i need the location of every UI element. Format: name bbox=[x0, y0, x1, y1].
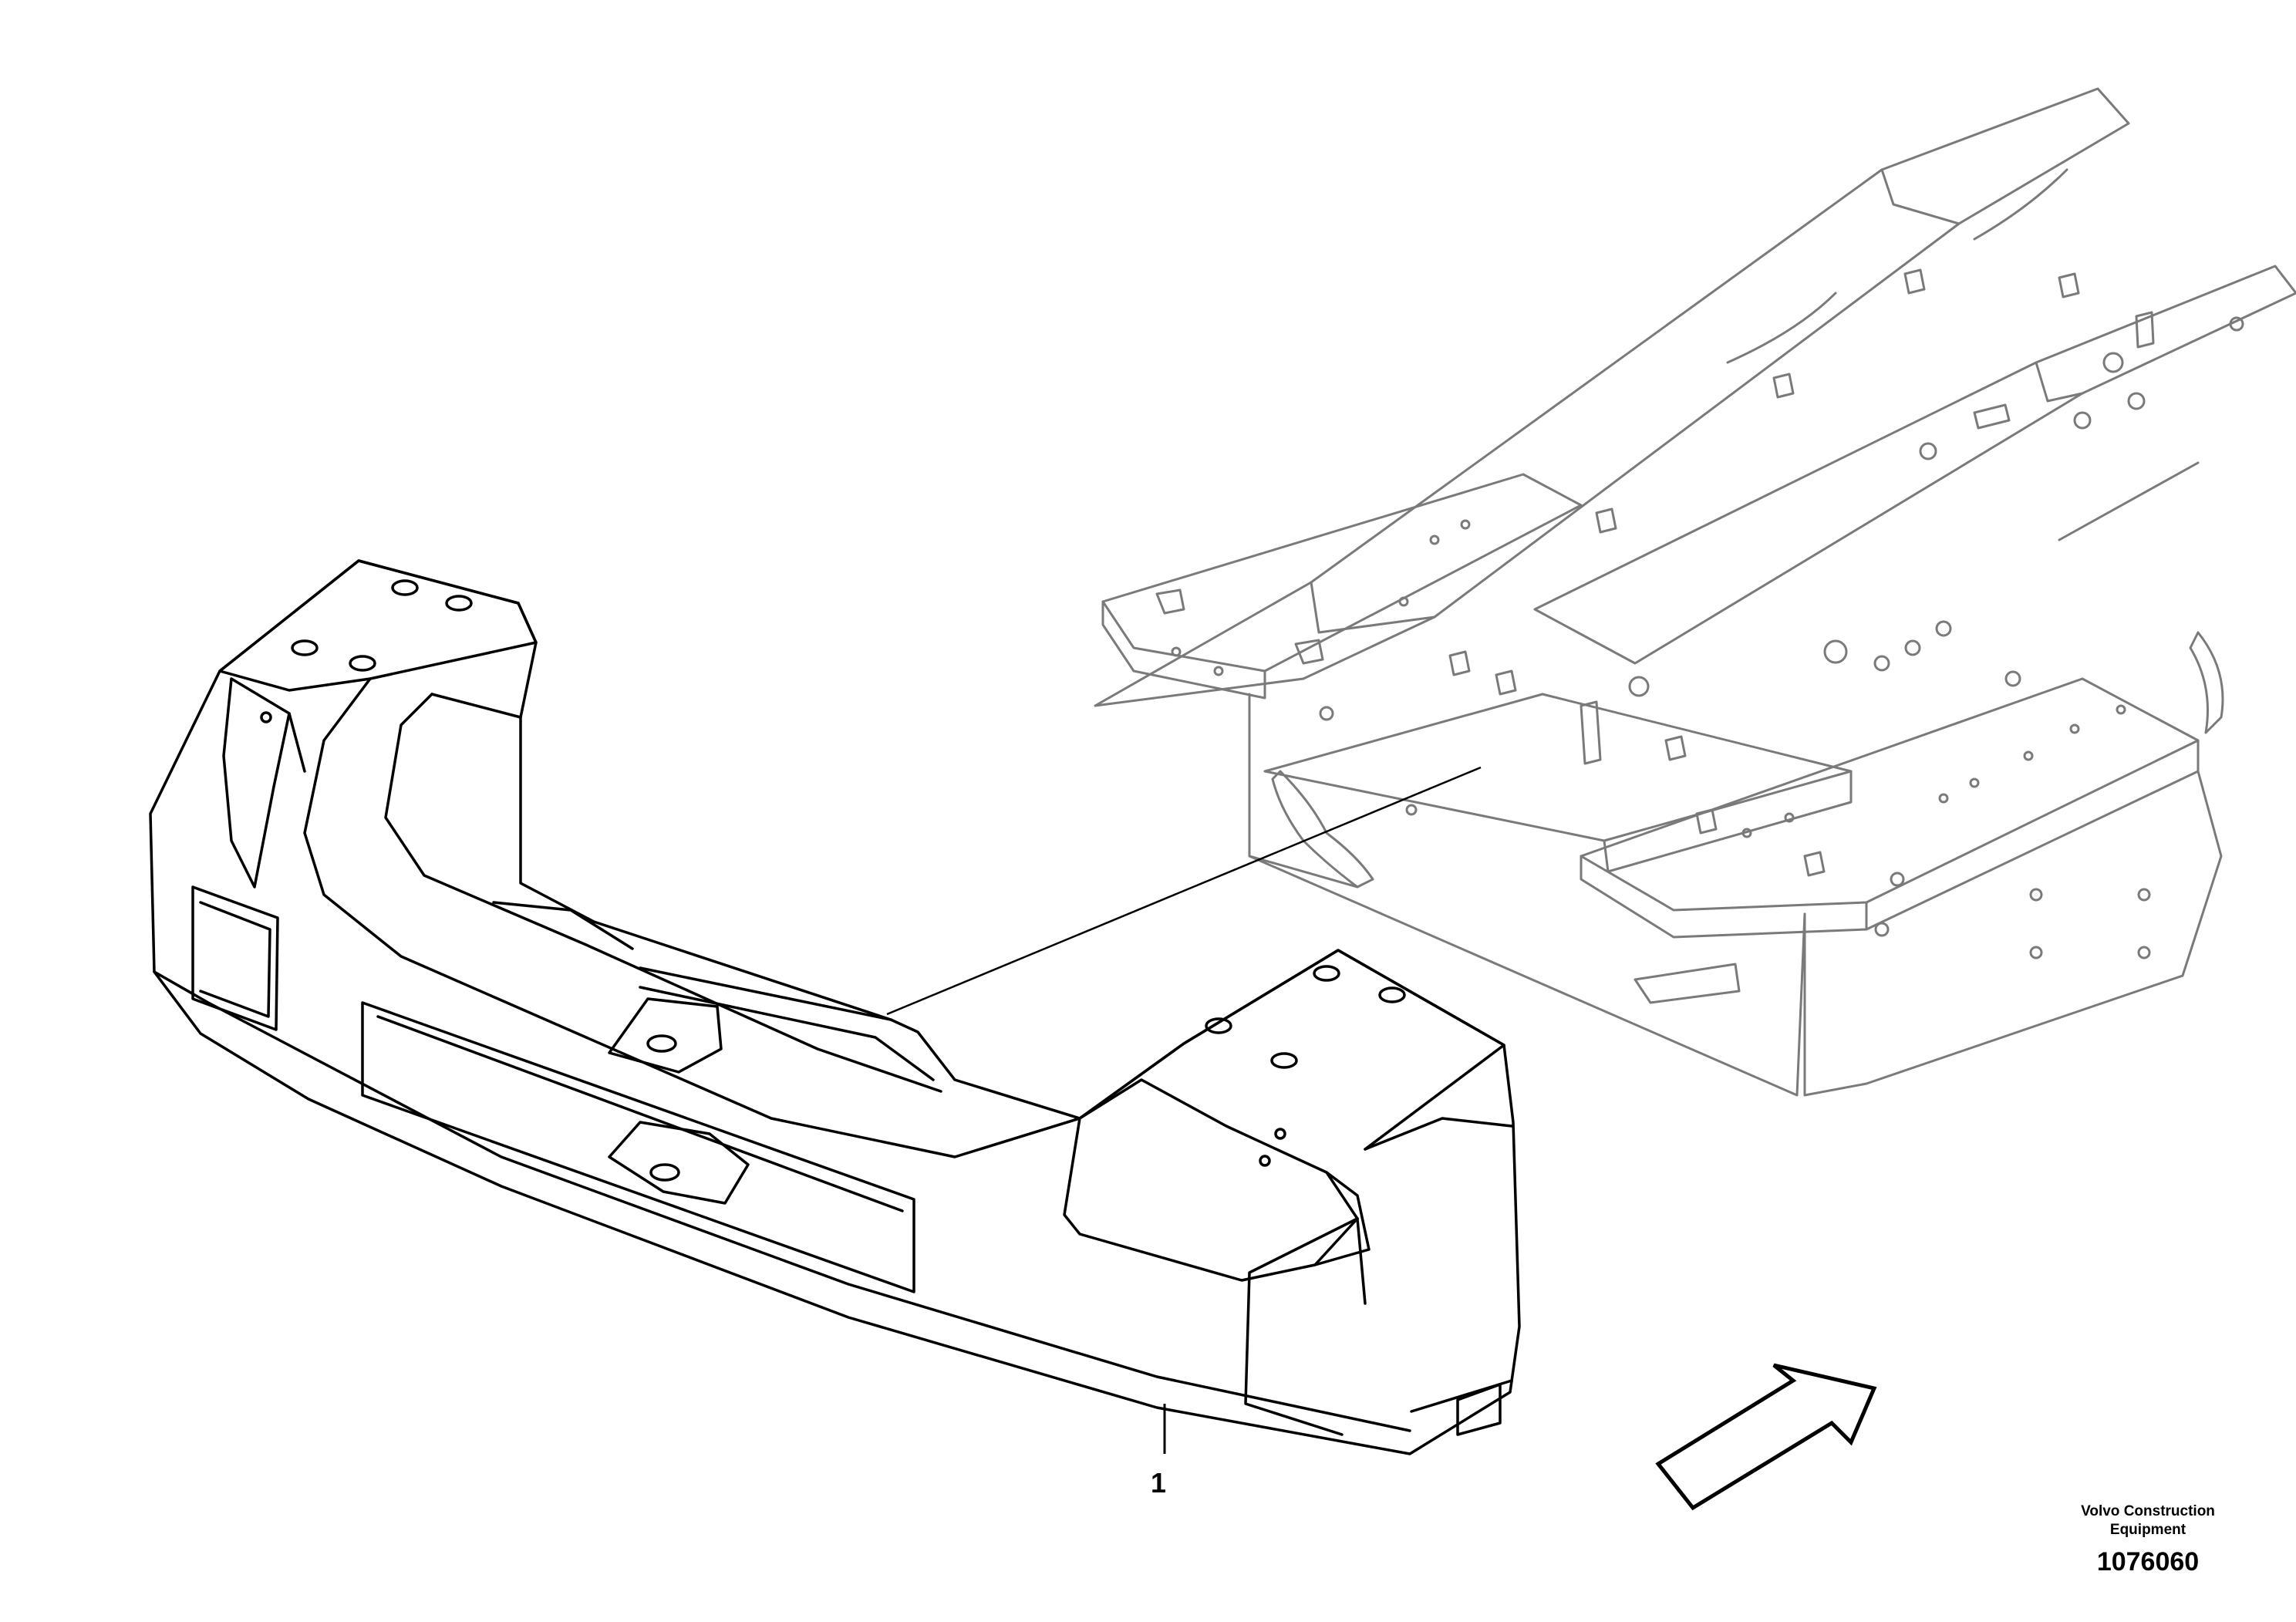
frame-assembly bbox=[1094, 87, 2296, 1097]
brand-line-2: Equipment bbox=[2109, 1522, 2186, 1538]
assembly-leader-line bbox=[886, 766, 1482, 1016]
document-number: 1076060 bbox=[2096, 1547, 2200, 1576]
brand-block: Volvo Construction Equipment 1076060 bbox=[2036, 1502, 2260, 1577]
part-callout-1: 1 bbox=[1151, 1467, 1167, 1499]
brand-line-1: Volvo Construction bbox=[2081, 1503, 2215, 1519]
direction-arrow-icon bbox=[1655, 1363, 1877, 1511]
bumper-counterweight bbox=[149, 559, 1521, 1455]
